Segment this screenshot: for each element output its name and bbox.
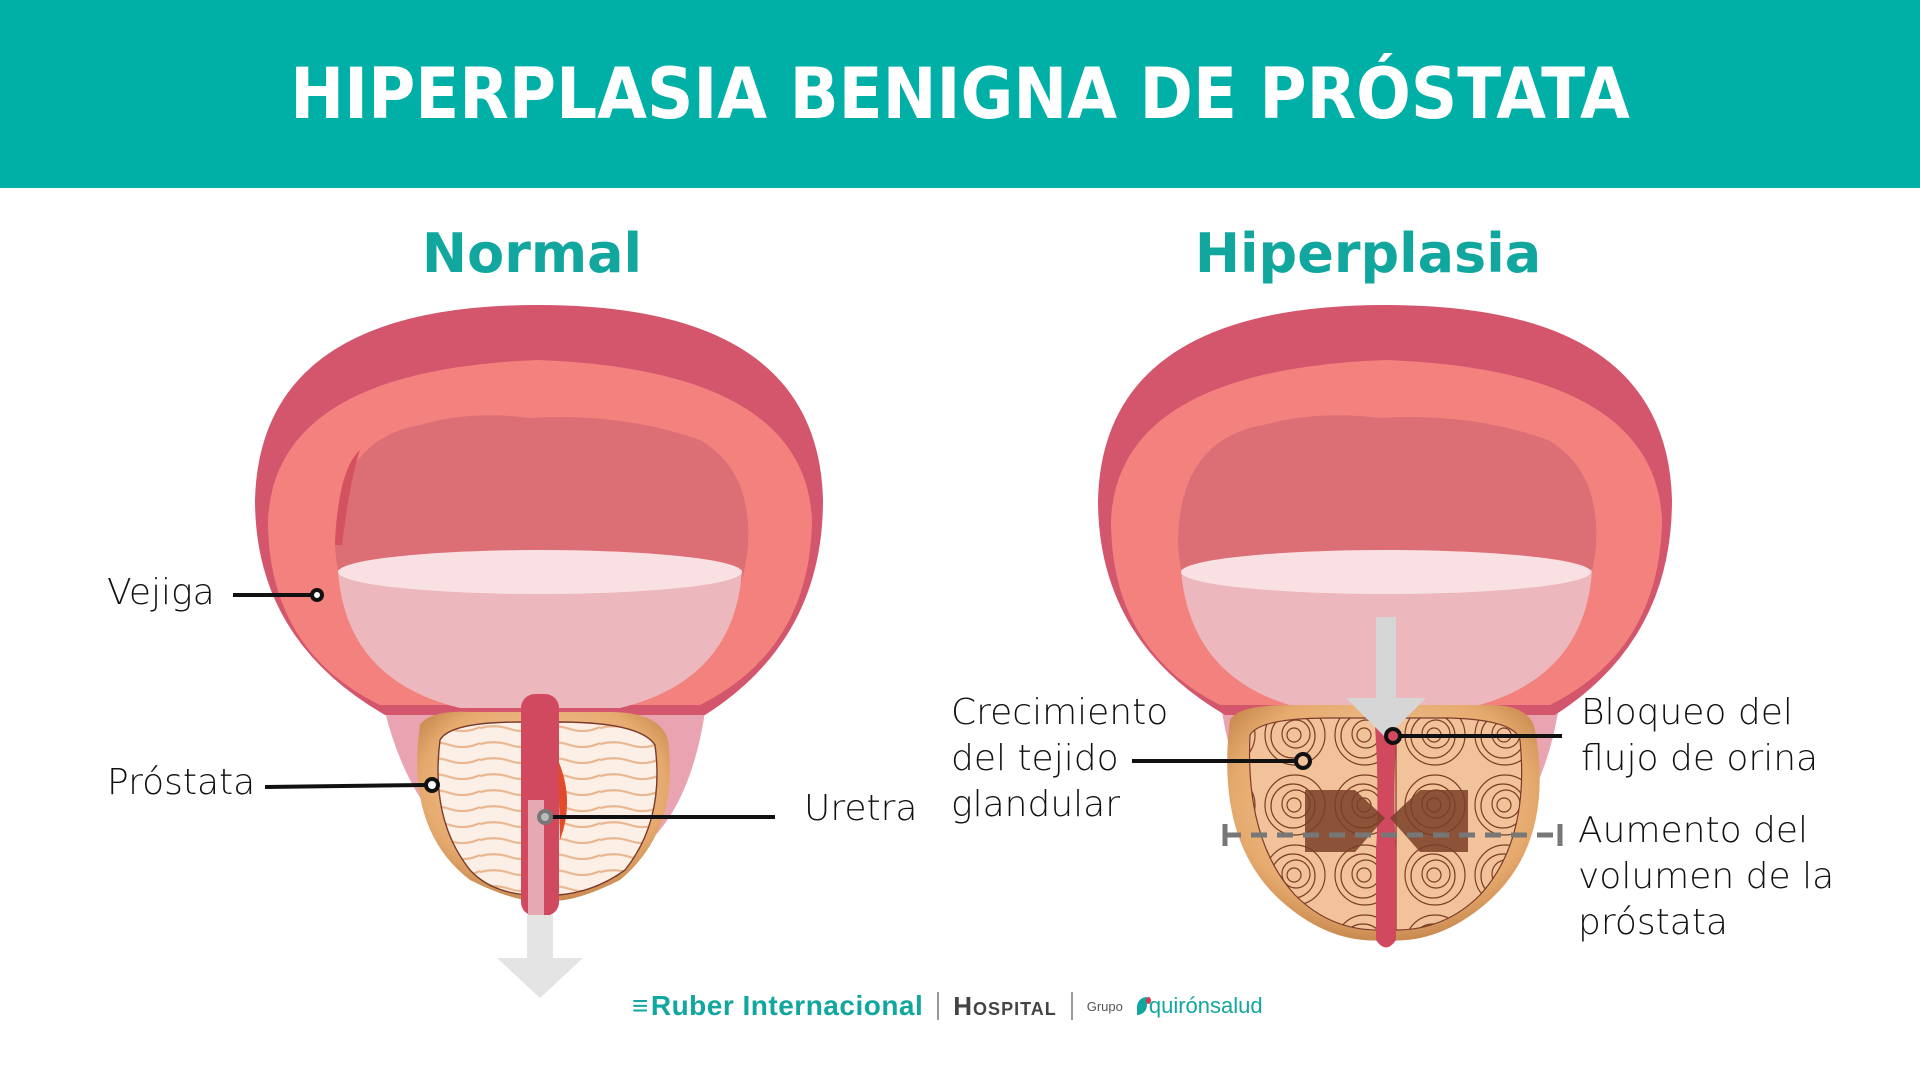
footer-divider bbox=[1070, 992, 1073, 1020]
page-title: HIPERPLASIA BENIGNA DE PRÓSTATA bbox=[290, 53, 1630, 135]
footer-divider bbox=[937, 992, 940, 1020]
label-flow-blockage: Bloqueo del flujo de orina bbox=[1581, 692, 1819, 779]
urine-flow-arrow bbox=[497, 915, 583, 998]
label-volume-increase: Aumento del volumen de la próstata bbox=[1578, 810, 1835, 943]
quironsalud-logo: quirónsalud bbox=[1136, 993, 1263, 1019]
normal-diagram bbox=[233, 305, 823, 998]
urethra-compressed bbox=[1374, 712, 1398, 948]
marker-urethra bbox=[537, 809, 553, 825]
hospital-label: Hospital bbox=[953, 990, 1057, 1021]
marker-growth bbox=[1294, 752, 1312, 770]
footer-logos: ≡Ruber Internacional Hospital Grupo quir… bbox=[632, 982, 1263, 1030]
urine-surface bbox=[338, 550, 742, 594]
marker-prostate bbox=[424, 777, 440, 793]
quironsalud-leaf-icon bbox=[1136, 997, 1151, 1015]
label-tissue-growth: Crecimiento del tejido glandular bbox=[951, 692, 1169, 825]
label-urethra: Uretra bbox=[804, 788, 918, 829]
marker-blockage bbox=[1384, 727, 1402, 745]
quironsalud-name: quirónsalud bbox=[1148, 993, 1263, 1018]
ruber-mark-icon: ≡ bbox=[632, 990, 649, 1021]
panel-title-normal: Normal bbox=[421, 222, 643, 285]
header-banner: HIPERPLASIA BENIGNA DE PRÓSTATA bbox=[0, 0, 1920, 188]
urine bbox=[338, 555, 742, 708]
urine-surface bbox=[1181, 550, 1591, 594]
blocked-flow-arrow bbox=[1346, 617, 1426, 738]
ruber-logo: ≡Ruber Internacional bbox=[632, 990, 923, 1022]
marker-bladder bbox=[310, 588, 324, 602]
volume-measure bbox=[1222, 824, 1563, 846]
hyperplasia-diagram bbox=[1098, 305, 1672, 948]
ruber-brand-name: Ruber Internacional bbox=[650, 990, 924, 1021]
leader-line-prostate bbox=[264, 783, 426, 789]
label-bladder: Vejiga bbox=[107, 572, 215, 613]
prostate-lobe-left bbox=[437, 721, 529, 896]
panel-title-hyperplasia: Hiperplasia bbox=[1194, 222, 1542, 285]
prostate-lobe-right bbox=[557, 721, 658, 896]
group-prefix: Grupo bbox=[1086, 998, 1123, 1014]
label-prostate: Próstata bbox=[107, 762, 256, 803]
